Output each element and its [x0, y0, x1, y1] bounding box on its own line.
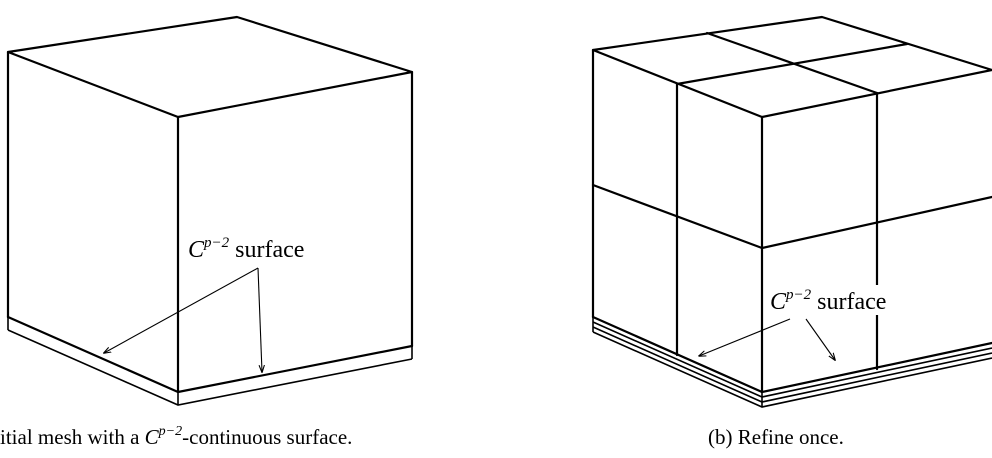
panel-b-top-mid-line-2: [705, 31, 879, 95]
panel-b-bottom-edge: [591, 315, 992, 394]
panel-a-cube: [6, 15, 414, 406]
panel-b-label-background: [768, 285, 928, 315]
panel-b-mid-horizontal-line: [591, 183, 992, 250]
panel-b-annotation: Cp−2 surface: [699, 285, 928, 360]
panel-b-arrow-right: [805, 318, 835, 360]
panel-a-arrow-left: [104, 267, 259, 353]
panel-b-cube: [591, 15, 992, 408]
panel-b-caption: (b) Refine once.: [708, 425, 844, 449]
panel-a-surface-label: Cp−2 surface: [188, 235, 304, 263]
panel-a-annotation: Cp−2 surface: [104, 235, 304, 372]
panel-b-arrow-left: [699, 318, 791, 356]
panel-a-bottom-edge: [6, 315, 414, 394]
panel-a-caption: itial mesh with a Cp−2-continuous surfac…: [0, 424, 352, 449]
panel-a-top-face: [6, 15, 414, 119]
panel-a-arrow-right: [257, 267, 262, 372]
panel-a-thin-surface-layer: [7, 329, 413, 406]
panel-b-surface-label: Cp−2 surface: [770, 287, 886, 315]
panel-b-top-face: [591, 15, 992, 119]
